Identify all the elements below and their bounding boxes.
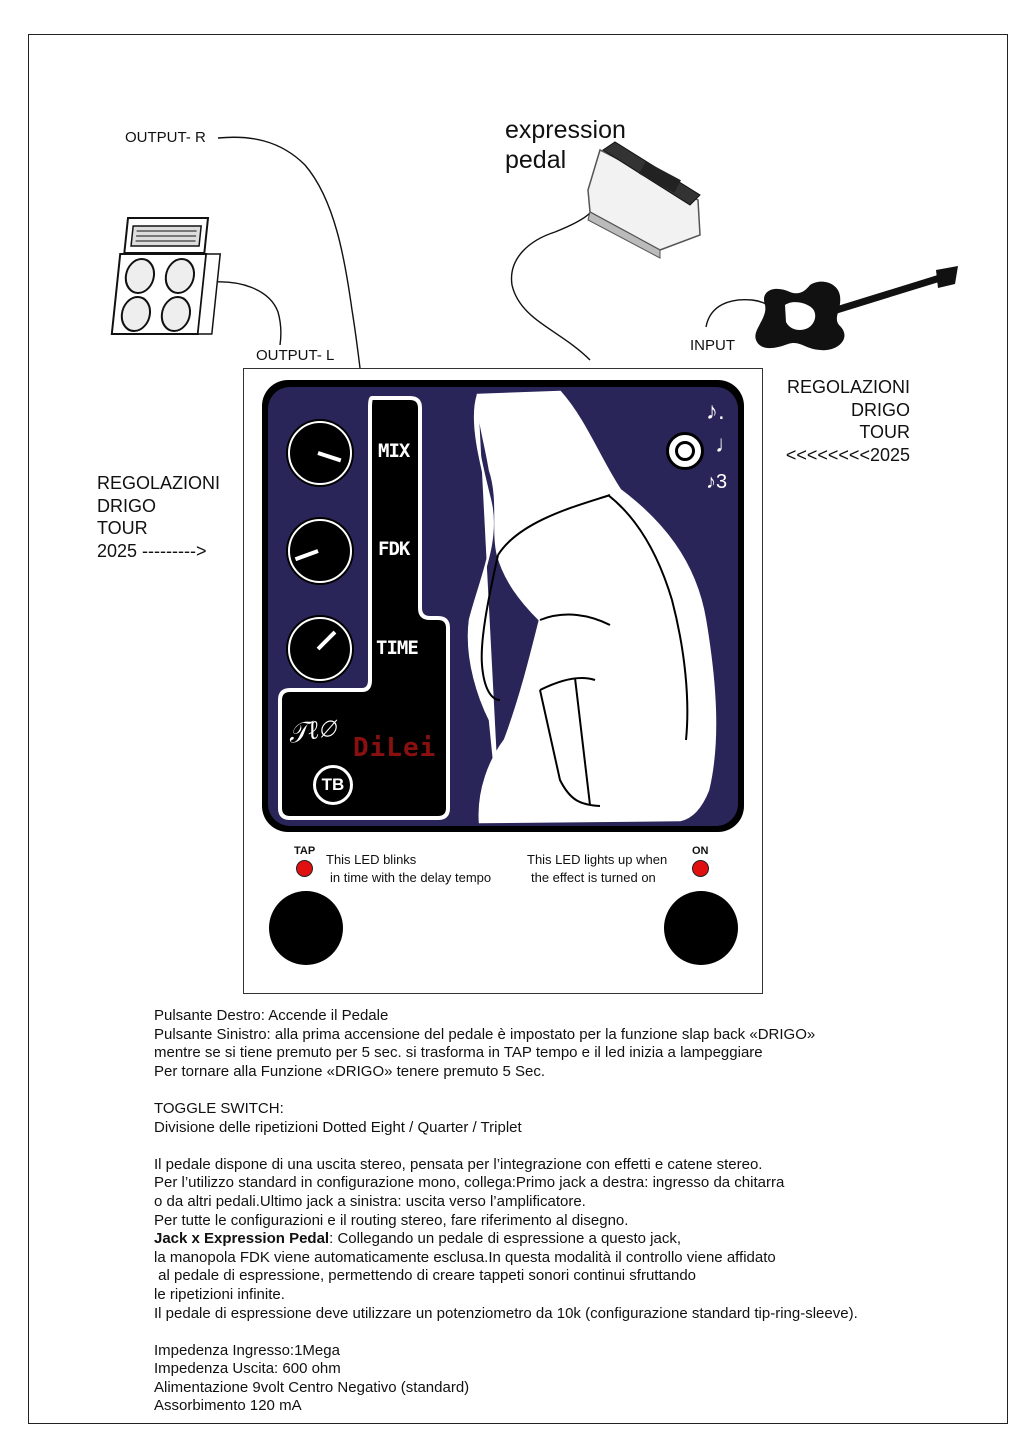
expression-pedal-label: expression pedal [505,116,626,174]
mix-label: MIX [378,440,410,462]
tap-footswitch[interactable] [269,891,343,965]
page-frame [28,34,1008,1424]
on-label: ON [692,845,709,857]
seated-figure-drawing [467,390,717,824]
regolazioni-right: REGOLAZIONI DRIGO TOUR <<<<<<<<2025 [785,377,910,465]
figure-outline [480,494,689,807]
on-led-description: This LED lights up when the effect is tu… [527,852,668,885]
expression-pedal-icon [587,141,701,259]
tap-label: TAP [294,845,316,857]
brand-logo: DiLei [353,733,437,763]
description-text: Pulsante Destro: Accende il Pedale Pulsa… [154,1007,858,1415]
input-label: INPUT [690,337,735,354]
guitar-icon [755,266,958,351]
control-strip [278,396,450,820]
triplet-icon: ♪3 [706,471,728,493]
fdk-label: FDK [378,538,410,560]
output-l-label: OUTPUT- L [256,347,335,364]
on-footswitch[interactable] [664,891,738,965]
quarter-note-icon: ♩ [715,431,739,458]
tap-led [296,860,313,877]
fdk-knob[interactable] [288,519,352,583]
output-r-cable [217,136,361,369]
tb-logo: TB [313,765,353,805]
mix-knob[interactable] [288,421,352,485]
toggle-switch[interactable] [666,432,704,470]
dotted-eighth-icon: ♪. [706,398,725,425]
tap-led-description: This LED blinks in time with the delay t… [326,852,492,885]
on-led [692,860,709,877]
amplifier-icon [110,217,222,335]
expression-cable [510,212,591,361]
time-knob[interactable] [288,617,352,681]
time-label: TIME [376,637,419,659]
output-r-label: OUTPUT- R [125,129,206,146]
regolazioni-left: REGOLAZIONI DRIGO TOUR 2025 ---------> [97,473,221,561]
output-l-cable [202,281,282,346]
